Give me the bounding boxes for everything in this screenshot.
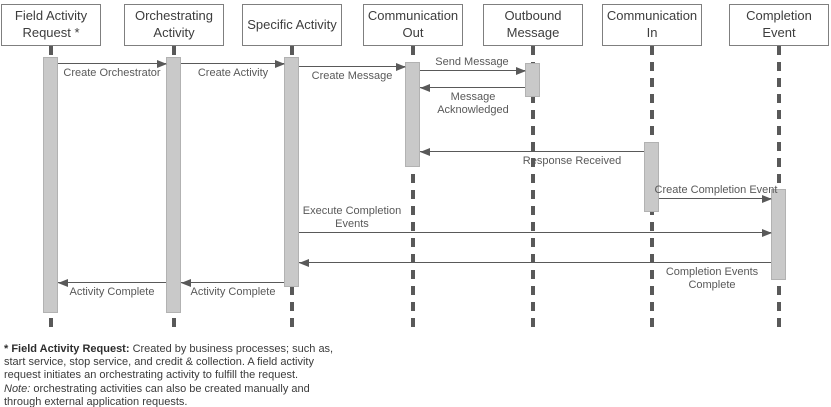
message-arrow-create-completion-event [659, 198, 771, 199]
message-arrow-execute-completion-events [299, 232, 771, 233]
message-label-create-message: Create Message [311, 70, 393, 82]
message-label-create-orchestrator: Create Orchestrator [63, 67, 161, 79]
activation-bar-specific-activity [284, 57, 299, 287]
footnote-line: through external application requests. [4, 395, 188, 407]
footnote: * Field Activity Request: Created by bus… [4, 343, 334, 407]
lifeline-outbound-message [531, 46, 535, 331]
actor-box-field-activity-request: Field Activity Request * [1, 4, 101, 46]
actor-box-communication-out: Communication Out [363, 4, 463, 46]
footnote-line: request initiates an orchestrating activ… [4, 369, 299, 382]
footnote-line: * Field Activity Request: Created by bus… [4, 343, 334, 355]
actor-box-specific-activity: Specific Activity [242, 4, 342, 46]
actor-box-communication-in: Communication In [602, 4, 702, 46]
actor-box-orchestrating-activity: Orchestrating Activity [124, 4, 224, 46]
arrowhead-icon [762, 194, 772, 203]
message-arrow-create-message [299, 66, 405, 67]
lifeline-communication-out [411, 46, 415, 331]
message-arrow-message-acknowledged [420, 87, 525, 88]
message-label-completion-events-complete: Completion Events Complete [665, 266, 759, 291]
arrowhead-icon [157, 59, 167, 68]
message-label-create-activity: Create Activity [197, 67, 269, 79]
message-arrow-activity-complete-1 [181, 282, 284, 283]
message-arrow-activity-complete-2 [58, 282, 166, 283]
message-arrow-send-message [420, 70, 525, 71]
arrowhead-icon [275, 59, 285, 68]
arrowhead-icon [181, 278, 191, 287]
message-label-activity-complete-2: Activity Complete [69, 286, 155, 298]
arrowhead-icon [420, 83, 430, 92]
actor-box-outbound-message: Outbound Message [483, 4, 583, 46]
message-label-response-received: Response Received [522, 155, 622, 167]
arrowhead-icon [396, 62, 406, 71]
message-label-send-message: Send Message [435, 56, 509, 68]
message-label-activity-complete-1: Activity Complete [190, 286, 276, 298]
message-arrow-response-received [420, 151, 644, 152]
lifeline-completion-event [777, 46, 781, 331]
message-arrow-create-orchestrator [58, 63, 166, 64]
arrowhead-icon [762, 228, 772, 237]
activation-bar-communication-out [405, 62, 420, 167]
arrowhead-icon [58, 278, 68, 287]
message-arrow-create-activity [181, 63, 284, 64]
activation-bar-completion-event [771, 189, 786, 280]
arrowhead-icon [420, 147, 430, 156]
footnote-line: Note: orchestrating activities can also … [4, 382, 310, 395]
message-label-create-completion-event: Create Completion Event [654, 184, 778, 196]
activation-bar-field-activity-request [43, 57, 58, 313]
arrowhead-icon [516, 66, 526, 75]
footnote-line: start service, stop service, and credit … [4, 356, 314, 369]
activation-bar-orchestrating-activity [166, 57, 181, 313]
arrowhead-icon [299, 258, 309, 267]
activation-bar-outbound-message [525, 63, 540, 97]
message-label-message-acknowledged: Message Acknowledged [437, 91, 509, 116]
activation-bar-communication-in [644, 142, 659, 212]
message-label-execute-completion-events: Execute Completion Events [302, 205, 402, 230]
actor-box-completion-event: Completion Event [729, 4, 829, 46]
message-arrow-completion-events-complete [299, 262, 771, 263]
